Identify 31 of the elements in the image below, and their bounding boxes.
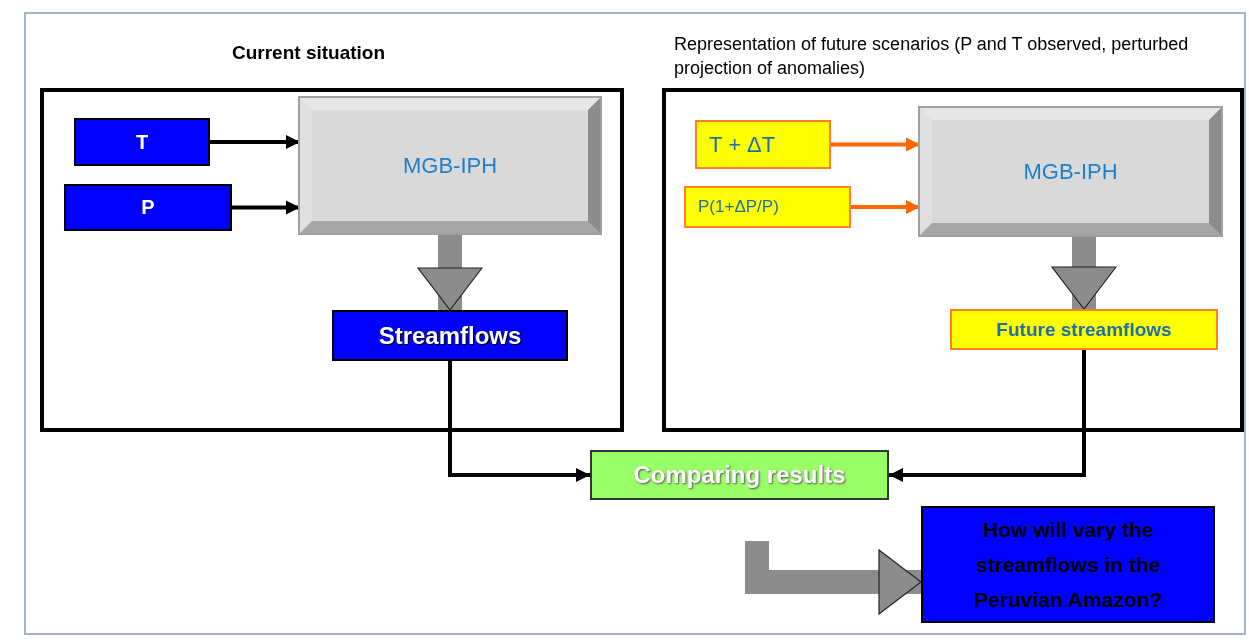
node-label: Future streamflows [996, 318, 1172, 341]
panel-heading: Current situation [232, 42, 386, 63]
input-box [74, 118, 210, 166]
node-label: How will vary the streamflows in the Peruvian Amazon? [972, 517, 1164, 613]
input-box [695, 120, 831, 169]
output-box [332, 310, 568, 361]
arrow [851, 200, 920, 214]
question-box [921, 506, 1215, 623]
process-box [590, 450, 889, 500]
input-box [684, 186, 851, 228]
block-arrow [417, 233, 483, 311]
panel-heading: Representation of future scenarios (P and T observed, perturbed projection of anomalies) [674, 33, 1190, 80]
block-arrow [1051, 235, 1117, 310]
node-label: MGB-IPH [1023, 158, 1118, 185]
model-box [300, 98, 600, 233]
arrow [232, 200, 300, 215]
block-arrow [745, 541, 922, 615]
arrow [210, 135, 300, 149]
node-label: P [141, 196, 155, 219]
node-label: T [135, 130, 149, 154]
arrow [889, 350, 1086, 482]
node-label: T + ΔT [709, 131, 776, 158]
node-label: Comparing results [633, 461, 846, 489]
input-box [64, 184, 232, 231]
arrow [448, 361, 590, 482]
output-box [950, 309, 1218, 350]
node-label: Streamflows [378, 321, 522, 350]
node-label: MGB-IPH [402, 152, 498, 179]
model-box [920, 108, 1221, 235]
node-label: P(1+ΔP/P) [698, 197, 779, 217]
arrow [831, 137, 920, 152]
